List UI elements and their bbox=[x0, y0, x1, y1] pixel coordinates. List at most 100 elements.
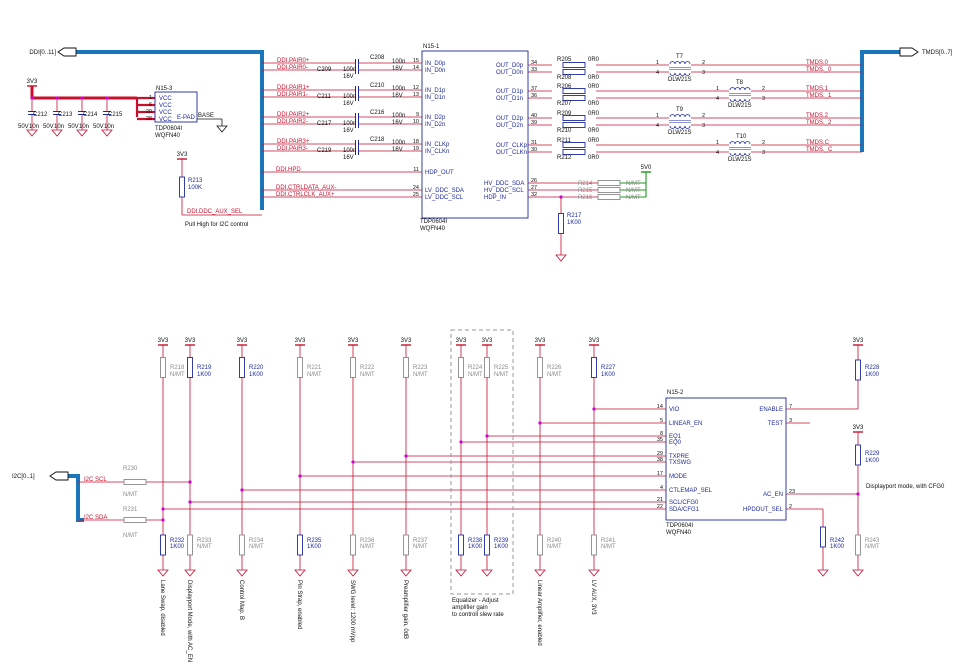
pin-label: OUT_D0p bbox=[496, 63, 524, 69]
pin-number: 36 bbox=[531, 93, 537, 99]
res-value: 0R0 bbox=[588, 57, 600, 63]
pullup-resistor bbox=[458, 345, 464, 390]
tmds-bus-connector[interactable] bbox=[899, 47, 919, 57]
pin-number: 26 bbox=[531, 178, 537, 184]
pin-number: 13 bbox=[413, 92, 419, 98]
strap-note: Preamplifier gain, 0dB bbox=[402, 580, 408, 639]
net-label: DDI.CTRLCLK_AUX+ bbox=[276, 192, 335, 198]
power-rail-label: 3V3 bbox=[535, 338, 546, 344]
junction-dot bbox=[538, 421, 542, 425]
ground-symbol bbox=[26, 125, 38, 137]
pin-number: 2 bbox=[789, 504, 792, 510]
junction-dot bbox=[80, 96, 84, 100]
cap-rating: 16V bbox=[392, 66, 403, 72]
ic-n15-1 bbox=[421, 50, 529, 219]
pin-label: HPDOUT_SEL bbox=[743, 507, 784, 513]
res-ref: R229 bbox=[865, 451, 880, 457]
net-label: DDI.CTRLDATA_AUX- bbox=[276, 185, 336, 191]
pin-label: MODE bbox=[669, 474, 687, 480]
i2c-bus-connector[interactable] bbox=[49, 471, 69, 481]
res-ref: R227 bbox=[601, 365, 616, 371]
pin-number: 29 bbox=[657, 451, 663, 457]
junction-dot bbox=[161, 507, 165, 511]
ddi-bus-connector[interactable] bbox=[57, 47, 77, 57]
net-label: TMDS._1 bbox=[806, 93, 832, 99]
ground-symbol bbox=[400, 565, 412, 577]
pin-label: TEST bbox=[768, 421, 784, 427]
series-resistor bbox=[562, 115, 586, 121]
resistor-r229 bbox=[855, 432, 861, 478]
ic-part: TDP0604I bbox=[155, 126, 182, 132]
pin-label: IN_D2p bbox=[425, 115, 446, 121]
tmds-bus-label: TMDS[0..7] bbox=[922, 50, 953, 56]
ground-symbol bbox=[51, 125, 63, 137]
res-ref: R242 bbox=[830, 538, 845, 544]
cap-ref: C215 bbox=[108, 112, 123, 118]
cap-ref: C217 bbox=[317, 121, 332, 127]
pin-number: 1 bbox=[656, 113, 659, 119]
cap-value: 100n bbox=[392, 86, 405, 92]
pin-label: VCC bbox=[159, 117, 172, 123]
power-rail-label: 3V3 bbox=[237, 338, 248, 344]
pin-label: OUT_D1n bbox=[496, 96, 523, 102]
pin-label: EQ1 bbox=[669, 434, 682, 440]
cap-value: 100n bbox=[343, 148, 356, 154]
res-ref: R232 bbox=[170, 538, 185, 544]
power-rail-label: 3V3 bbox=[853, 338, 864, 344]
pin-number: 2 bbox=[702, 113, 705, 119]
pin-label: VCC bbox=[159, 96, 172, 102]
res-ref: R222 bbox=[360, 365, 375, 371]
net-label: TMDS._0 bbox=[806, 67, 832, 73]
cap-ref: C210 bbox=[370, 83, 385, 89]
res-ref: R231 bbox=[123, 507, 138, 513]
res-value: N/MT bbox=[413, 544, 428, 550]
cap-rating: 16V bbox=[343, 155, 354, 161]
res-ref: R219 bbox=[197, 365, 212, 371]
decoupling-capacitor bbox=[28, 111, 36, 115]
net-label: DDI.PAIR1- bbox=[277, 92, 308, 98]
nomount-resistor bbox=[597, 194, 621, 200]
pin-number: 39 bbox=[531, 120, 537, 126]
ground-symbol bbox=[455, 565, 467, 577]
decoupling-capacitor bbox=[78, 111, 86, 115]
strap-note: Linear Amplifier, enabled bbox=[536, 580, 542, 646]
res-ref: R238 bbox=[468, 538, 483, 544]
pin-label: VIO bbox=[669, 407, 680, 413]
ground-symbol bbox=[101, 125, 113, 137]
net-label: DDI.HPD bbox=[276, 167, 301, 173]
net-label: TMDS.1 bbox=[806, 86, 829, 92]
res-ref: R233 bbox=[197, 538, 212, 544]
cap-value: 100n bbox=[343, 121, 356, 127]
power-rail-label: 3V3 bbox=[589, 338, 600, 344]
res-value: 0R0 bbox=[588, 128, 600, 134]
pin-number: 25 bbox=[413, 192, 419, 198]
net-label: DDI.PAIR3- bbox=[277, 146, 308, 152]
res-ref: R240 bbox=[547, 538, 562, 544]
pin-number: 1 bbox=[149, 95, 152, 101]
ground-symbol bbox=[157, 565, 169, 577]
ground-symbol bbox=[184, 565, 196, 577]
pin-number: 40 bbox=[531, 113, 537, 119]
coupling-capacitor bbox=[355, 59, 359, 67]
res-value: N/MT bbox=[413, 372, 428, 378]
coupling-capacitor bbox=[355, 93, 359, 101]
pulldown-resistor bbox=[239, 525, 245, 565]
net-label: DDI.PAIR3+ bbox=[277, 139, 310, 145]
pin-number: 1 bbox=[656, 60, 659, 66]
pin-label: IN_D1n bbox=[425, 95, 445, 101]
res-value: N/MT bbox=[360, 544, 375, 550]
series-resistor bbox=[562, 69, 586, 75]
cap-ref: C213 bbox=[58, 112, 73, 118]
res-ref: R226 bbox=[547, 365, 562, 371]
res-value: 1K00 bbox=[468, 544, 483, 550]
pullup-resistor bbox=[239, 345, 245, 390]
pin-label: OUT_D2n bbox=[496, 123, 523, 129]
res-value: N/MT bbox=[249, 544, 264, 550]
nomount-resistor bbox=[597, 180, 621, 186]
res-value: 0R0 bbox=[588, 138, 600, 144]
coupling-capacitor bbox=[355, 86, 359, 94]
pin-label: ENABLE bbox=[759, 407, 783, 413]
pulldown-resistor bbox=[187, 525, 193, 565]
pin-label: HV_DDC_SDA bbox=[484, 181, 524, 187]
